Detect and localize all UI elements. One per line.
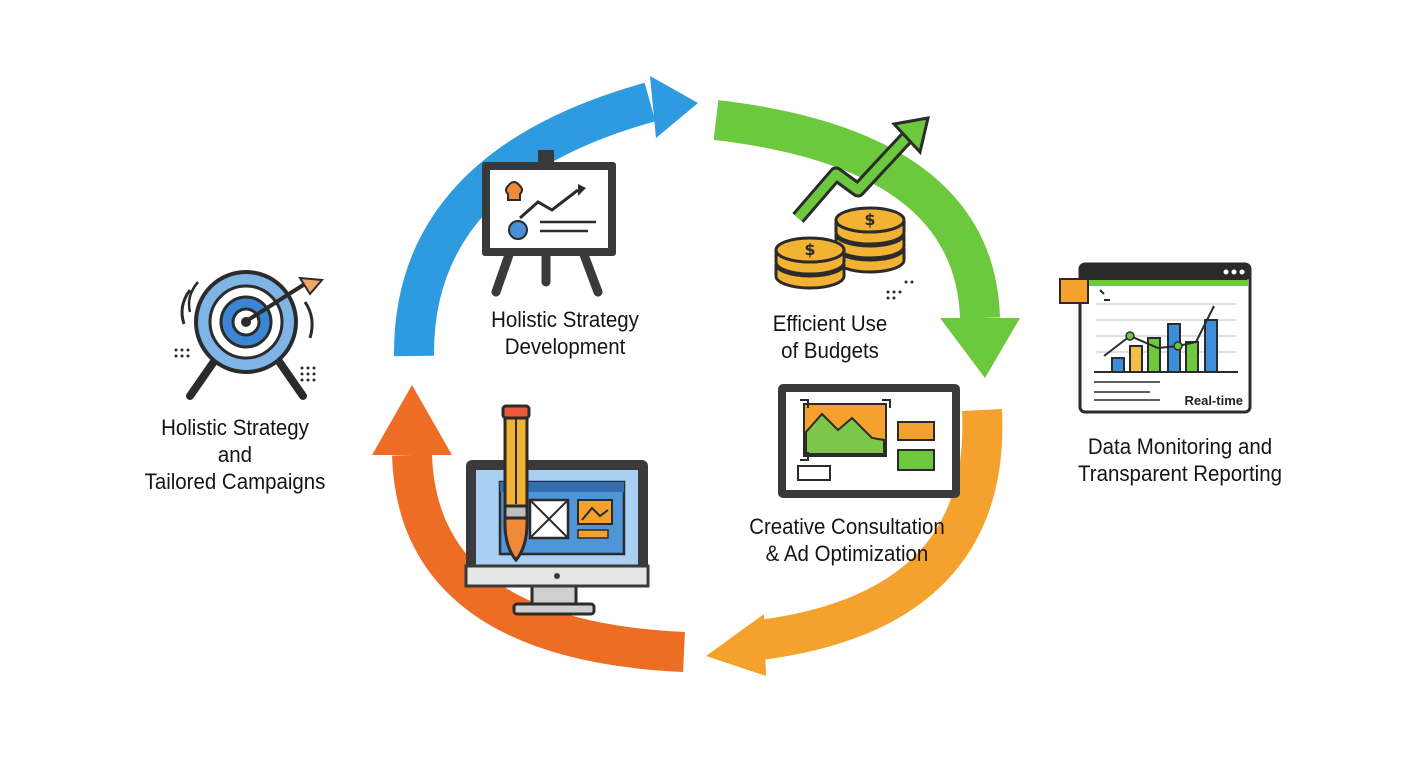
label-line: Creative Consultation — [749, 514, 945, 539]
target-icon — [174, 270, 325, 400]
sparkle-mark — [1099, 289, 1110, 301]
label-line: & Ad Optimization — [765, 541, 929, 566]
label-data-monitoring: Data Monitoring and Transparent Reportin… — [1050, 433, 1310, 487]
cycle-arrow-orange-dark — [372, 385, 685, 672]
realtime-badge: Real-time — [1184, 393, 1243, 408]
label-line: Transparent Reporting — [1078, 461, 1282, 486]
ad-screen-icon — [778, 384, 960, 498]
label-line: Holistic Strategy — [491, 307, 639, 332]
presentation-board-icon — [482, 150, 616, 297]
cycle-arrow-blue — [393, 76, 698, 357]
dashboard-chart-icon: Real-time — [1059, 262, 1252, 414]
label-line: of Budgets — [781, 338, 879, 363]
label-holistic-campaigns: Holistic Strategy and Tailored Campaigns — [119, 414, 352, 495]
design-monitor-icon — [464, 404, 650, 616]
label-line: Holistic Strategy — [161, 415, 309, 440]
label-line: Tailored Campaigns — [144, 469, 326, 494]
label-creative-optimization: Creative Consultation & Ad Optimization — [721, 513, 972, 567]
svg-text:$: $ — [864, 210, 875, 229]
label-line: Data Monitoring and — [1087, 434, 1273, 459]
svg-text:$: $ — [804, 240, 815, 259]
label-line: Development — [504, 334, 626, 359]
label-line: and — [217, 442, 253, 467]
cycle-arrow-orange-light — [706, 409, 1003, 676]
label-line: Efficient Use — [772, 311, 888, 336]
coins-growth-icon: $ $ — [774, 116, 930, 300]
cycle-arrow-green — [713, 100, 1020, 378]
label-holistic-strategy-development: Holistic Strategy Development — [463, 306, 668, 360]
label-efficient-budgets: Efficient Use of Budgets — [732, 310, 927, 364]
